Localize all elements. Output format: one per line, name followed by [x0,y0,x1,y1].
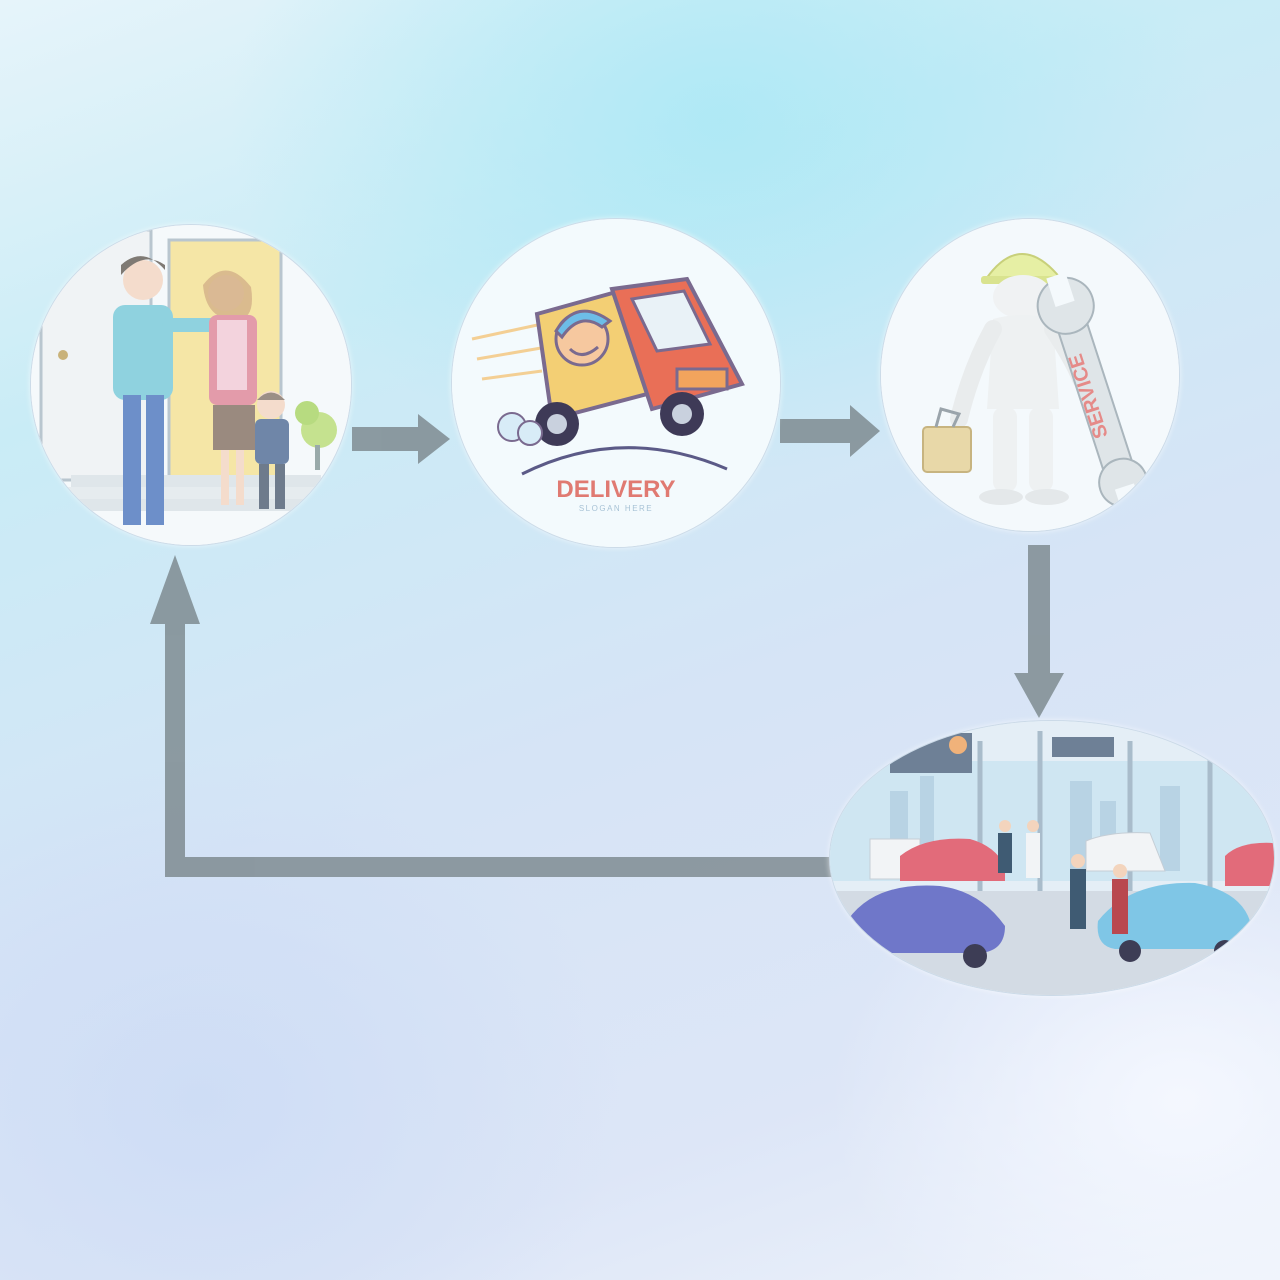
arrow-service-to-showroom [1014,545,1064,718]
arrow-delivery-to-service [780,405,880,457]
family-node [30,224,352,546]
delivery-logo-title: DELIVERY [556,476,675,503]
car-showroom-icon [830,721,1274,995]
family-at-door-icon [31,225,351,545]
service-mechanic-icon: SERVICE [881,219,1179,531]
delivery-node: DELIVERY SLOGAN HERE [451,218,781,548]
delivery-logo-slogan: SLOGAN HERE [579,504,653,513]
service-node: SERVICE [880,218,1180,532]
arrow-family-to-delivery [352,414,450,464]
delivery-truck-icon: DELIVERY SLOGAN HERE [452,219,780,547]
showroom-node [829,720,1275,996]
arrow-showroom-to-family [150,555,833,877]
